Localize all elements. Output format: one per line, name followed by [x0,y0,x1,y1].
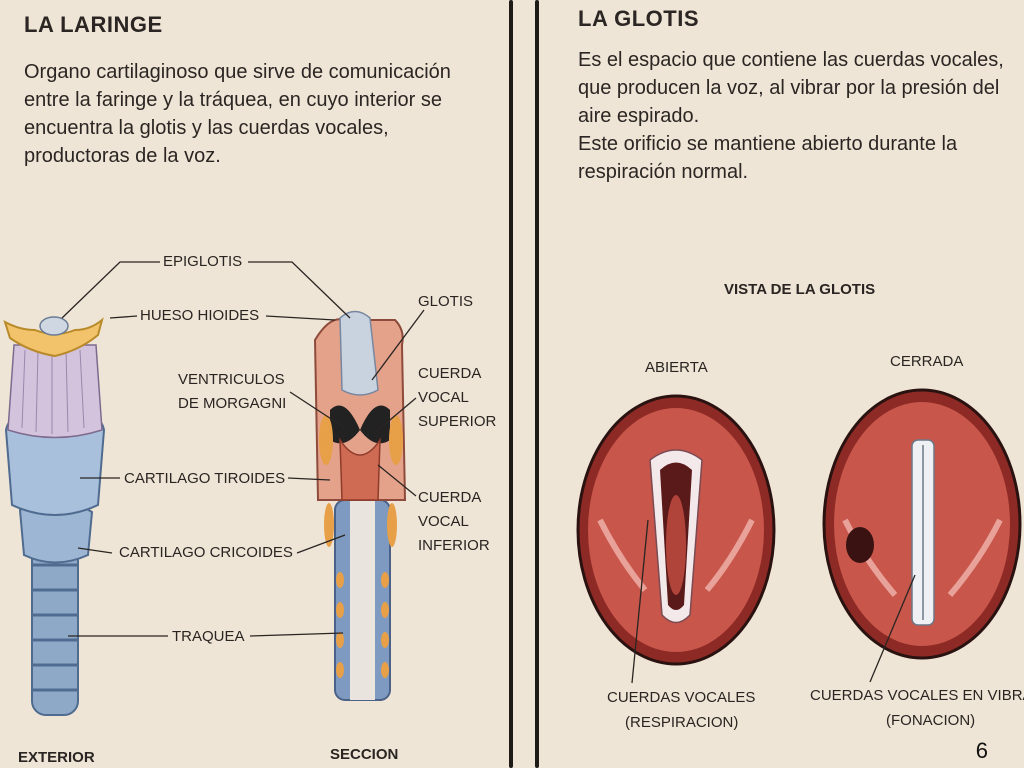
label-epiglotis: EPIGLOTIS [163,253,243,270]
larynx-description-line: entre la faringe y la tráquea, en cuyo i… [24,89,443,111]
caption-open-line1: CUERDAS VOCALES [607,689,756,706]
label-cuerda-superior-1: CUERDA [418,365,482,382]
label-glotis: GLOTIS [418,293,474,310]
glottis-description-line: Este orificio se mantiene abierto durant… [578,133,958,155]
leader-lines [61,261,425,637]
column-divider-left [509,0,513,768]
page-number: 6 [975,738,988,763]
larynx-description-line: encuentra la glotis y las cuerdas vocale… [24,117,389,139]
label-abierta: ABIERTA [645,359,708,376]
label-cerrada: CERRADA [890,353,964,370]
label-cuerda-superior-2: VOCAL [418,389,469,406]
label-seccion: SECCION [330,746,399,763]
epiglottis-tip [39,316,69,336]
caption-leader-lines [631,519,916,684]
label-ventriculos-line1: VENTRICULOS [178,371,285,388]
label-cuerda-superior-3: SUPERIOR [418,413,497,430]
trachea-rings [31,539,79,716]
label-cuerda-inferior-1: CUERDA [418,489,482,506]
label-exterior: EXTERIOR [18,749,95,766]
glottis-description-line: respiración normal. [578,161,749,183]
larynx-section-illustration [313,310,407,701]
caption-open-line2: (RESPIRACION) [625,714,739,731]
larynx-description-line: Organo cartilaginoso que sirve de comuni… [24,61,451,83]
glottis-closed-view [822,388,1022,660]
label-ventriculos-line2: DE MORGAGNI [178,395,287,412]
glottis-description-line: Es el espacio que contiene las cuerdas v… [578,49,1004,71]
column-divider-right [535,0,539,768]
glottis-description-line: aire espirado. [578,105,700,127]
thyrohyoid-membrane [7,344,103,439]
label-cuerda-inferior-2: VOCAL [418,513,469,530]
label-traquea: TRAQUEA [172,628,245,645]
larynx-description: Organo cartilaginoso que sirve de comuni… [24,58,451,170]
glottis-description-line: que producen la voz, al vibrar por la pr… [578,77,1000,99]
label-hueso-hioides: HUESO HIOIDES [140,307,260,324]
glottis-title: LA GLOTIS [578,6,700,31]
larynx-description-line: productoras de la voz. [24,145,221,167]
label-cartilago-cricoides: CARTILAGO CRICOIDES [119,544,293,561]
vista-title: VISTA DE LA GLOTIS [724,281,876,298]
label-cuerda-inferior-3: INFERIOR [418,537,490,554]
label-cartilago-tiroides: CARTILAGO TIROIDES [124,470,286,487]
larynx-title: LA LARINGE [24,12,163,37]
caption-closed-line1: CUERDAS VOCALES EN VIBRA [810,687,1024,704]
caption-closed-line2: (FONACION) [886,712,976,729]
glottis-open-view [576,394,776,666]
glottis-description: Es el espacio que contiene las cuerdas v… [578,46,1004,186]
hyoid-bone [3,317,104,358]
